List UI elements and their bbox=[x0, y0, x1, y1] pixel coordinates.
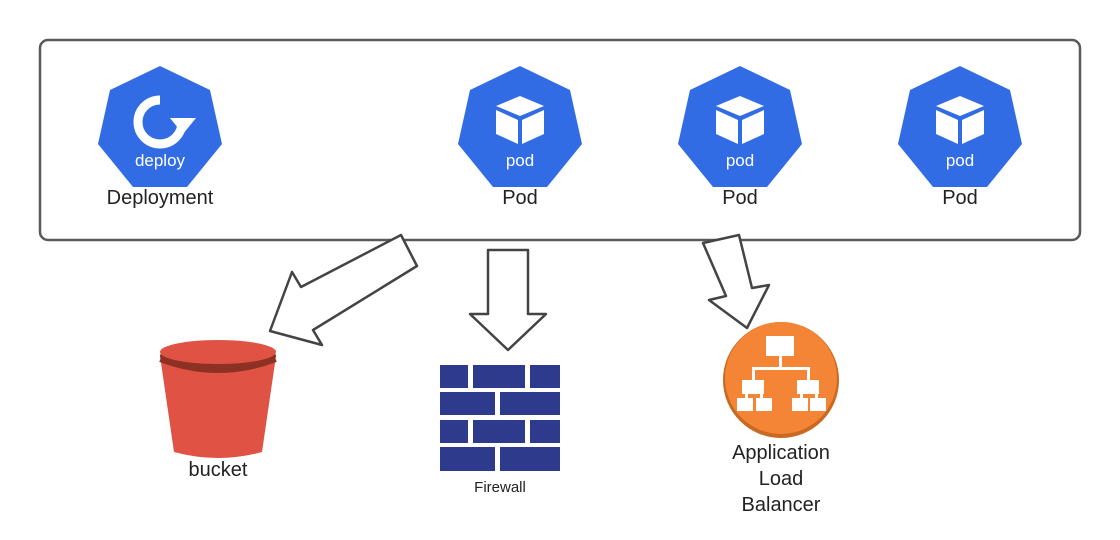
kubernetes-pod-icon bbox=[898, 66, 1022, 187]
pod-icon-text: pod bbox=[725, 151, 755, 170]
pod-label: Pod bbox=[722, 187, 758, 209]
s3-bucket-icon bbox=[159, 340, 277, 458]
pod-label: Pod bbox=[942, 187, 978, 209]
arrow-to-firewall bbox=[468, 248, 548, 352]
bucket-label: bucket bbox=[188, 459, 248, 481]
kubernetes-pod-icon bbox=[458, 66, 582, 187]
kubernetes-deploy-icon bbox=[98, 66, 222, 187]
pod-label: Pod bbox=[502, 187, 538, 209]
application-load-balancer-icon bbox=[723, 322, 839, 438]
load-balancer-label: Application Load Balancer bbox=[706, 440, 856, 518]
arrow-to-bucket bbox=[268, 233, 419, 347]
load-balancer-label-line: Balancer bbox=[741, 494, 821, 516]
firewall-icon bbox=[440, 365, 560, 471]
load-balancer-label-line: Application bbox=[732, 442, 830, 464]
load-balancer-label-line: Load bbox=[758, 468, 804, 490]
pod-icon-text: pod bbox=[505, 151, 535, 170]
kubernetes-pod-icon bbox=[678, 66, 802, 187]
pod-icon-text: pod bbox=[945, 151, 975, 170]
arrow-to-load-balancer bbox=[701, 233, 771, 330]
firewall-label: Firewall bbox=[474, 479, 526, 496]
deploy-icon-text: deploy bbox=[134, 151, 186, 170]
deployment-label: Deployment bbox=[106, 187, 214, 209]
